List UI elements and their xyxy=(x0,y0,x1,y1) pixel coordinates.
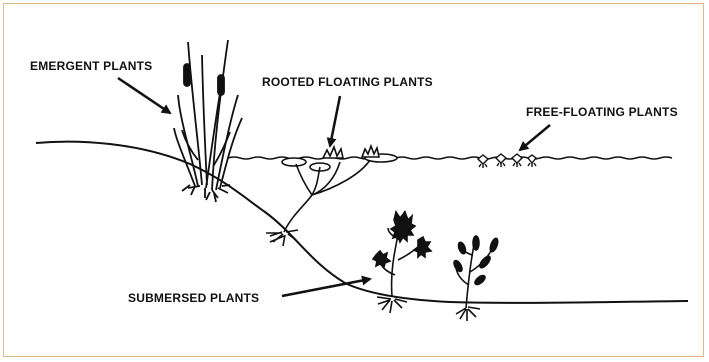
submersed-plant-right-drawing xyxy=(452,236,499,321)
pond-bottom-line xyxy=(36,142,688,303)
label-free-floating-plants: FREE-FLOATING PLANTS xyxy=(526,105,678,119)
emergent-arrow xyxy=(118,78,170,113)
free-floating-plants-drawing xyxy=(478,154,536,168)
label-emergent-plants: EMERGENT PLANTS xyxy=(30,59,152,73)
label-submersed-plants: SUBMERSED PLANTS xyxy=(128,291,259,305)
label-rooted-floating-plants: ROOTED FLOATING PLANTS xyxy=(262,75,433,89)
emergent-plant-drawing xyxy=(174,40,242,202)
rooted-floating-arrow xyxy=(330,96,340,146)
free-floating-arrow xyxy=(520,125,550,150)
